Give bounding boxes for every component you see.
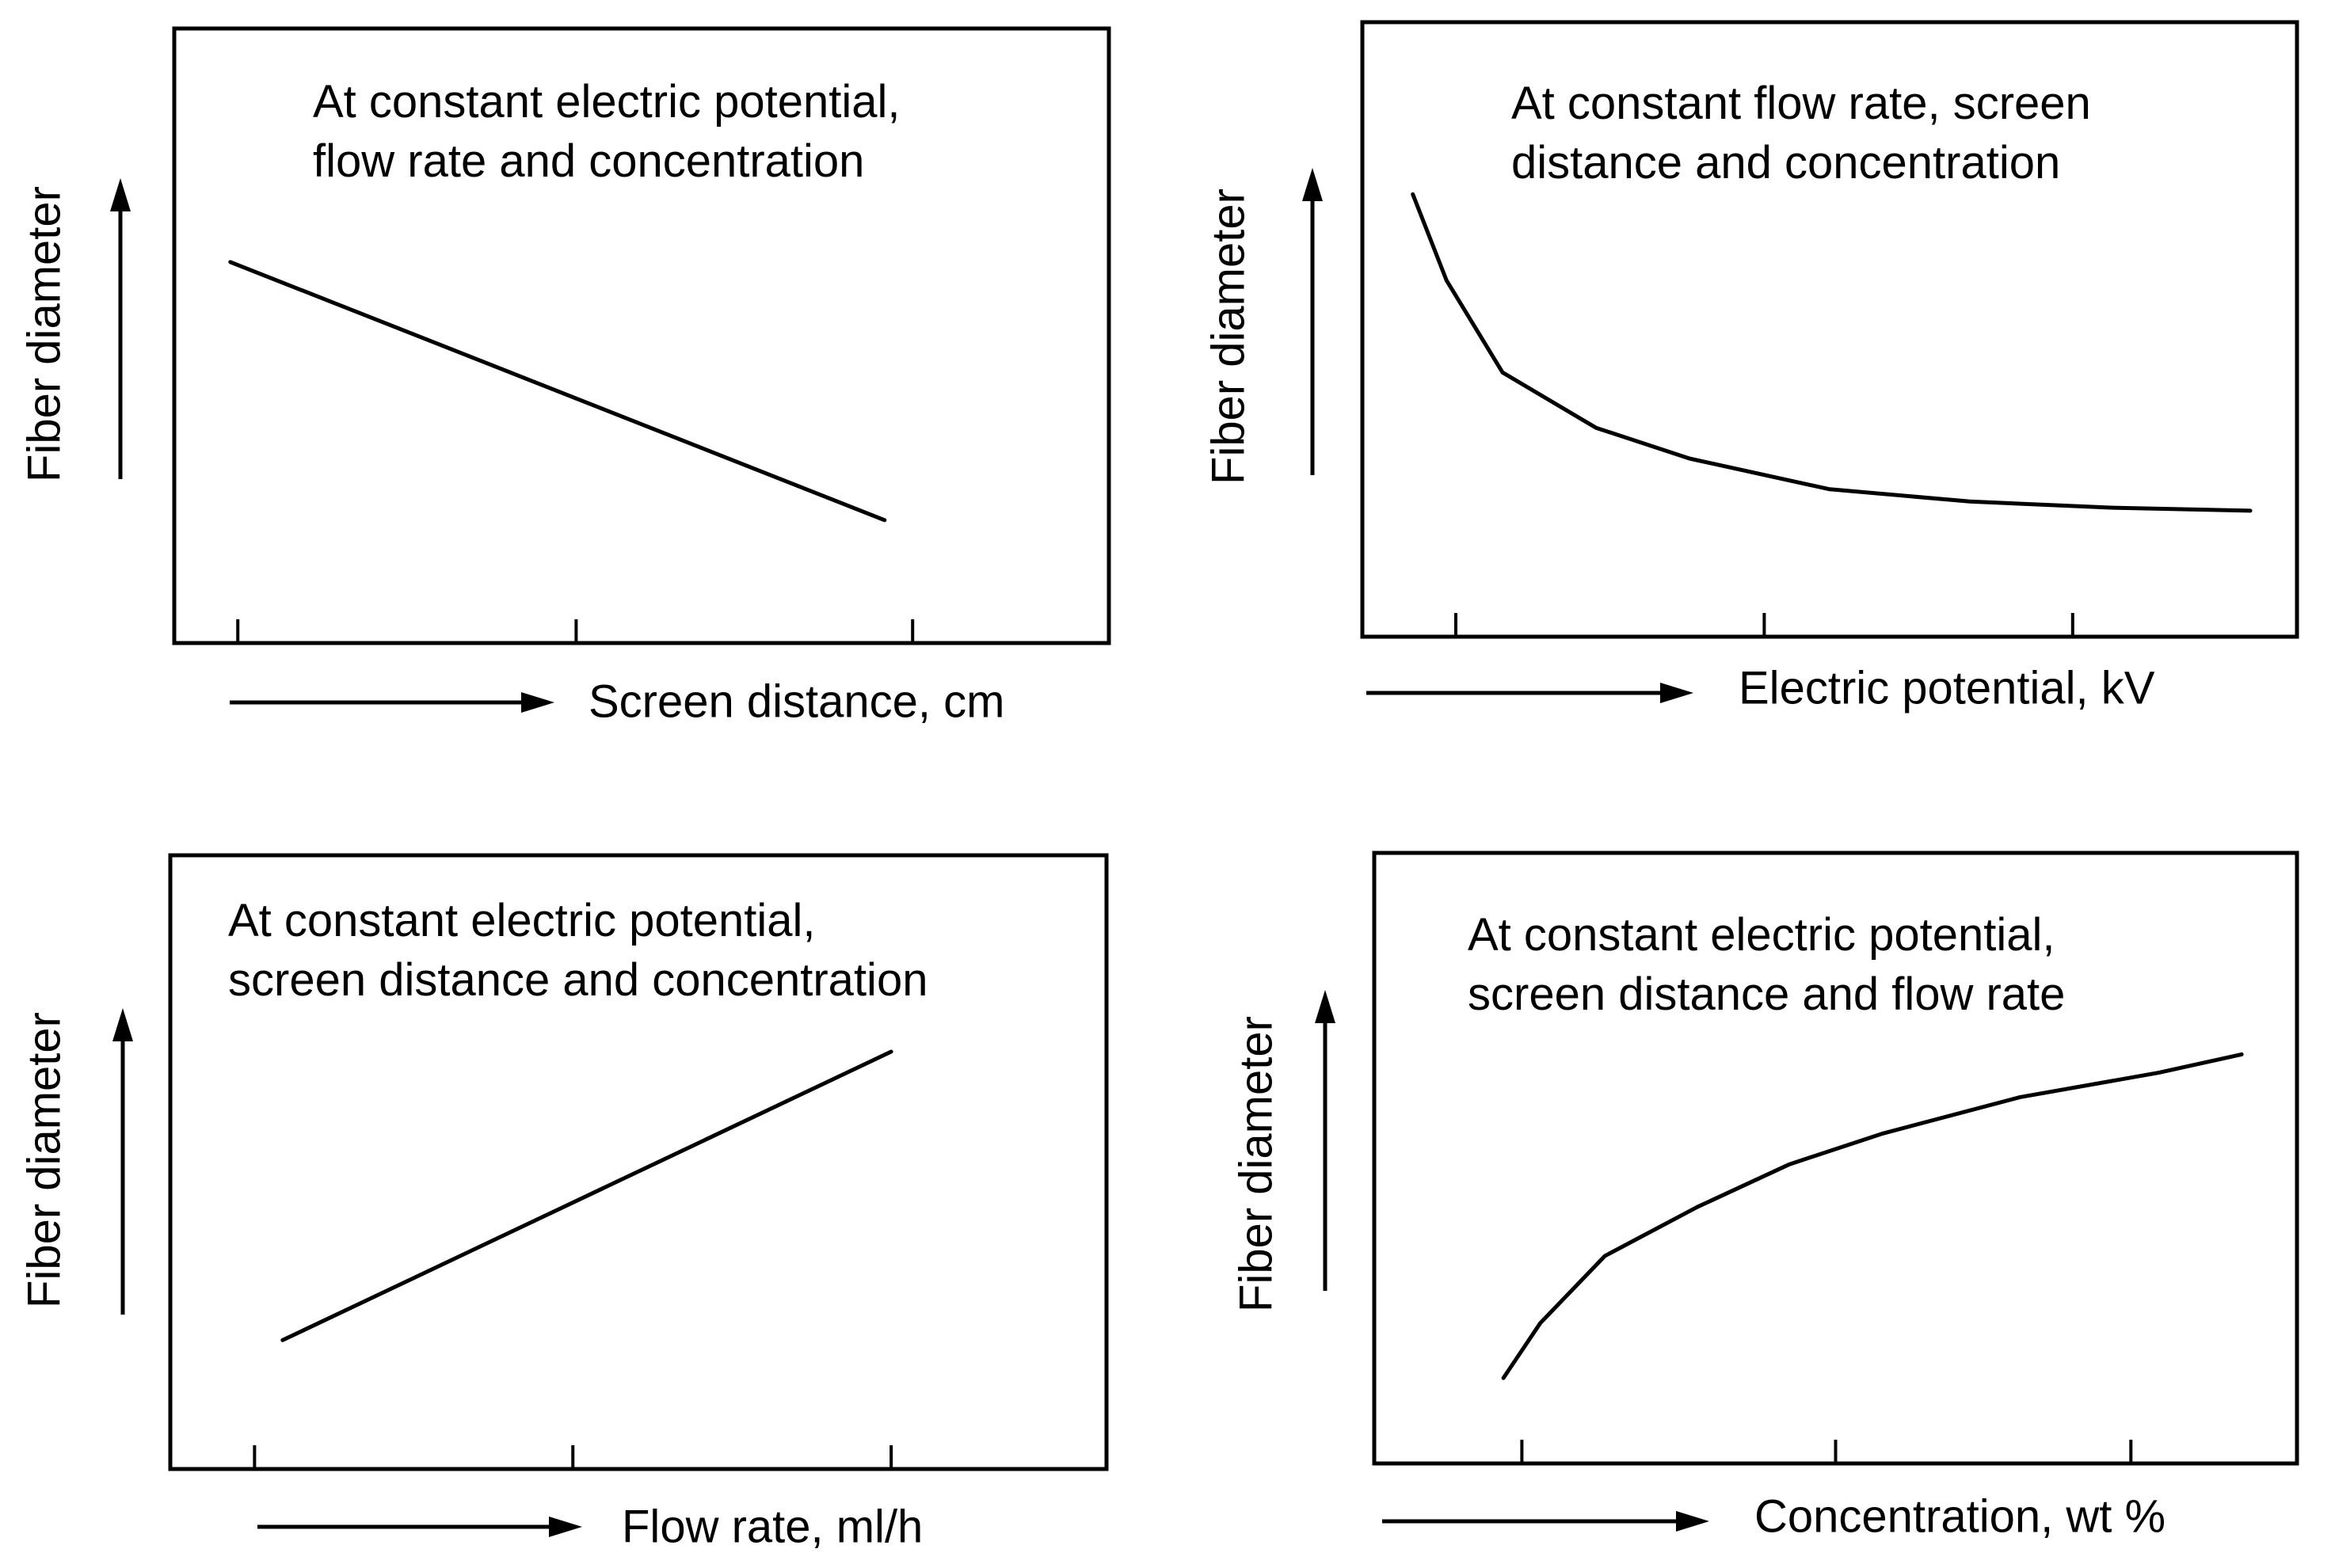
y-arrow-head-icon [1302, 168, 1323, 201]
x-axis-label: Flow rate, ml/h [622, 1501, 923, 1552]
annotation-line: screen distance and flow rate [1468, 969, 2065, 1020]
series-line [1501, 1052, 2244, 1380]
y-axis-label: Fiber diameter [18, 186, 70, 482]
panel-screen-distance: At constant electric potential, flow rate… [18, 26, 1111, 727]
panel-electric-potential: At constant flow rate, screen distance an… [1202, 20, 2299, 714]
series-line [280, 1049, 893, 1342]
series-line [228, 260, 887, 523]
plot-frame [172, 26, 1111, 645]
series-line [1411, 192, 2253, 513]
plot-frame [1360, 20, 2299, 639]
y-arrow-head-icon [112, 1008, 133, 1041]
annotation-line: At constant electric potential, [1468, 909, 2055, 961]
y-axis-label: Fiber diameter [1230, 1016, 1282, 1312]
plot-frame [168, 853, 1109, 1471]
annotation-line: At constant flow rate, screen [1511, 78, 2091, 129]
y-arrow-head-icon [1315, 990, 1335, 1023]
x-arrow-head-icon [1660, 683, 1693, 703]
x-arrow-head-icon [521, 692, 554, 713]
annotation-line: distance and concentration [1511, 137, 2060, 188]
x-axis-label: Electric potential, kV [1739, 662, 2155, 714]
annotation-line: At constant electric potential, [313, 76, 901, 127]
panel-concentration: At constant electric potential, screen di… [1230, 851, 2299, 1542]
x-axis-label: Screen distance, cm [589, 676, 1004, 727]
panel-flow-rate: At constant electric potential, screen di… [18, 853, 1109, 1552]
x-arrow-head-icon [1676, 1511, 1709, 1532]
annotation-line: At constant electric potential, [228, 895, 816, 946]
y-axis-label: Fiber diameter [18, 1012, 70, 1308]
y-axis-label: Fiber diameter [1202, 188, 1254, 485]
y-arrow-head-icon [110, 178, 131, 211]
annotation-line: screen distance and concentration [228, 954, 928, 1006]
annotation-line: flow rate and concentration [313, 135, 864, 187]
x-arrow-head-icon [549, 1517, 582, 1537]
x-axis-label: Concentration, wt % [1754, 1490, 2165, 1542]
